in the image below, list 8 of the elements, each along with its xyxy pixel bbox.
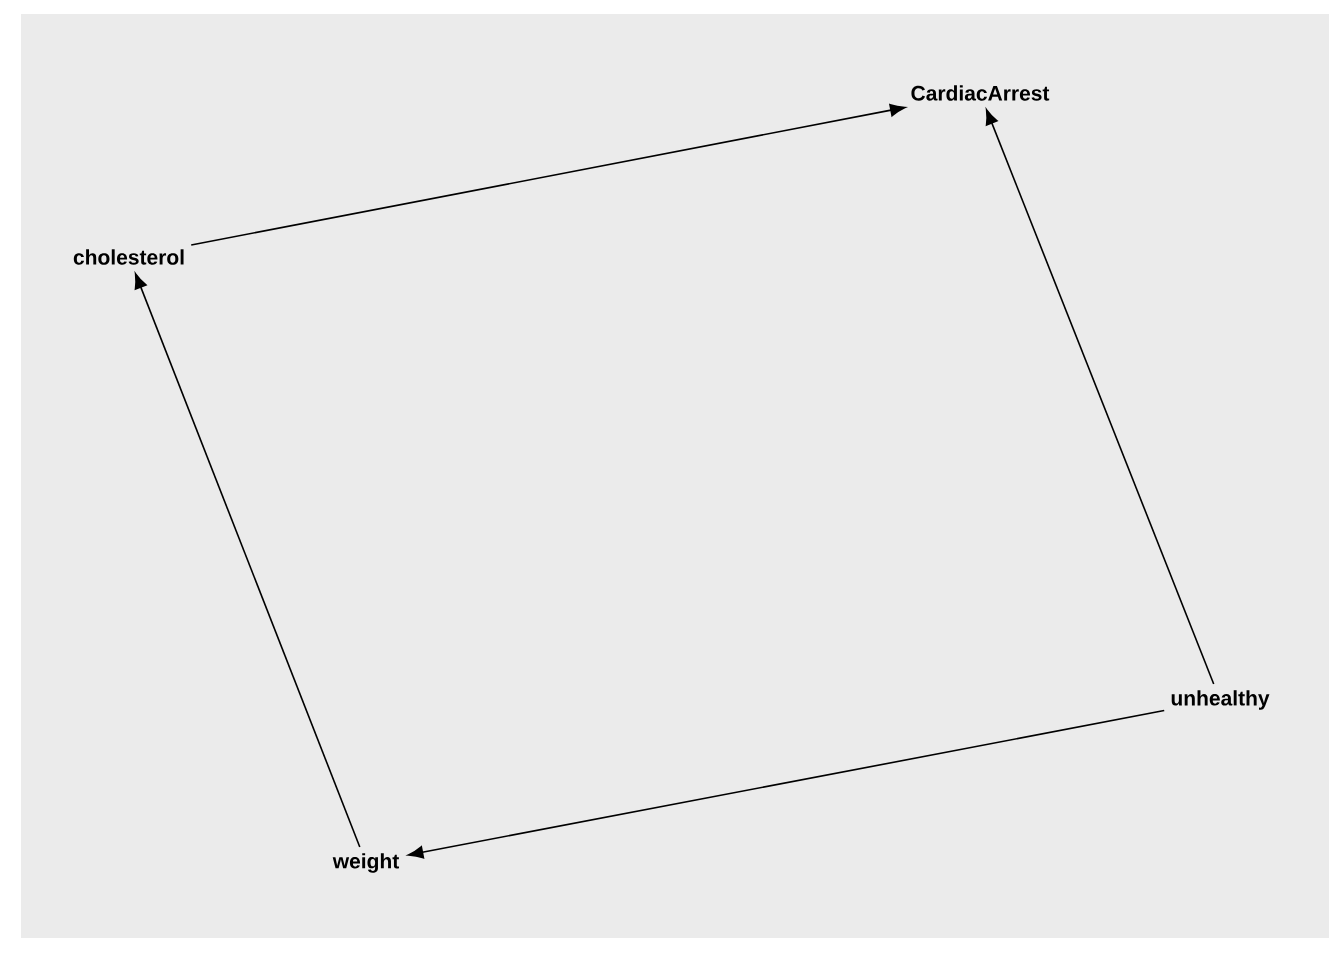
- node-label: CardiacArrest: [911, 85, 1050, 101]
- node-label: weight: [332, 853, 399, 873]
- arrow: [190, 103, 906, 246]
- node-label: cholesterol: [73, 249, 184, 265]
- arrow: [985, 109, 1215, 685]
- arrow: [134, 273, 361, 848]
- node-label: unhealthy: [1171, 690, 1270, 710]
- arrow: [407, 709, 1165, 859]
